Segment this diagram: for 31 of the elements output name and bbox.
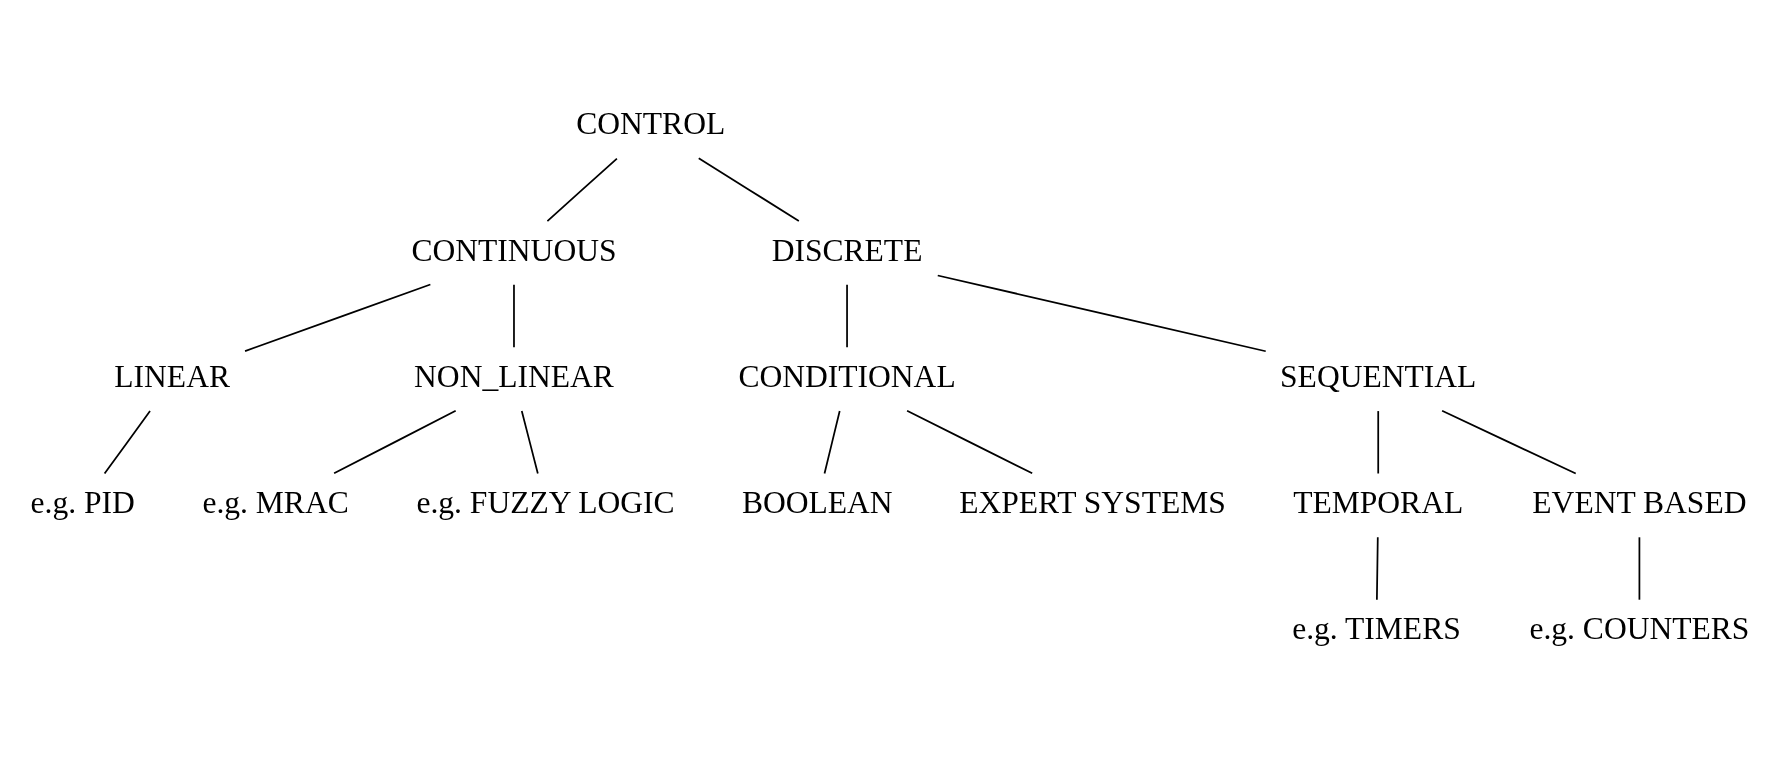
node-text: e.g. FUZZY LOGIC — [416, 484, 675, 520]
node-text: LINEAR — [114, 358, 230, 394]
node-text: NON_LINEAR — [414, 358, 614, 394]
connector — [513, 284, 515, 349]
connector — [1377, 410, 1380, 475]
connector — [1376, 536, 1379, 601]
node-text: CONDITIONAL — [738, 358, 956, 394]
connector — [244, 283, 432, 352]
node-text: e.g. TIMERS — [1292, 611, 1461, 647]
connector — [936, 274, 1267, 353]
connector — [697, 157, 800, 222]
node-text: SEQUENTIAL — [1280, 358, 1477, 394]
connector — [546, 157, 618, 222]
node-text: e.g. COUNTERS — [1529, 611, 1750, 647]
connector — [1638, 536, 1641, 601]
connector — [823, 410, 841, 475]
node-text: e.g. MRAC — [202, 484, 349, 520]
connector — [846, 284, 848, 349]
node-text: BOOLEAN — [741, 484, 893, 520]
node-text: EVENT BASED — [1532, 484, 1747, 520]
node-text: e.g. PID — [30, 484, 135, 520]
connector — [520, 410, 539, 475]
connector — [1441, 409, 1577, 475]
node-text: CONTINUOUS — [411, 232, 617, 268]
connector — [103, 410, 151, 475]
node-text: TEMPORAL — [1293, 484, 1464, 520]
connector — [906, 409, 1034, 475]
node-text: DISCRETE — [771, 232, 923, 268]
node-text: EXPERT SYSTEMS — [959, 484, 1226, 520]
connector — [333, 409, 457, 475]
node-text: CONTROL — [576, 106, 726, 142]
